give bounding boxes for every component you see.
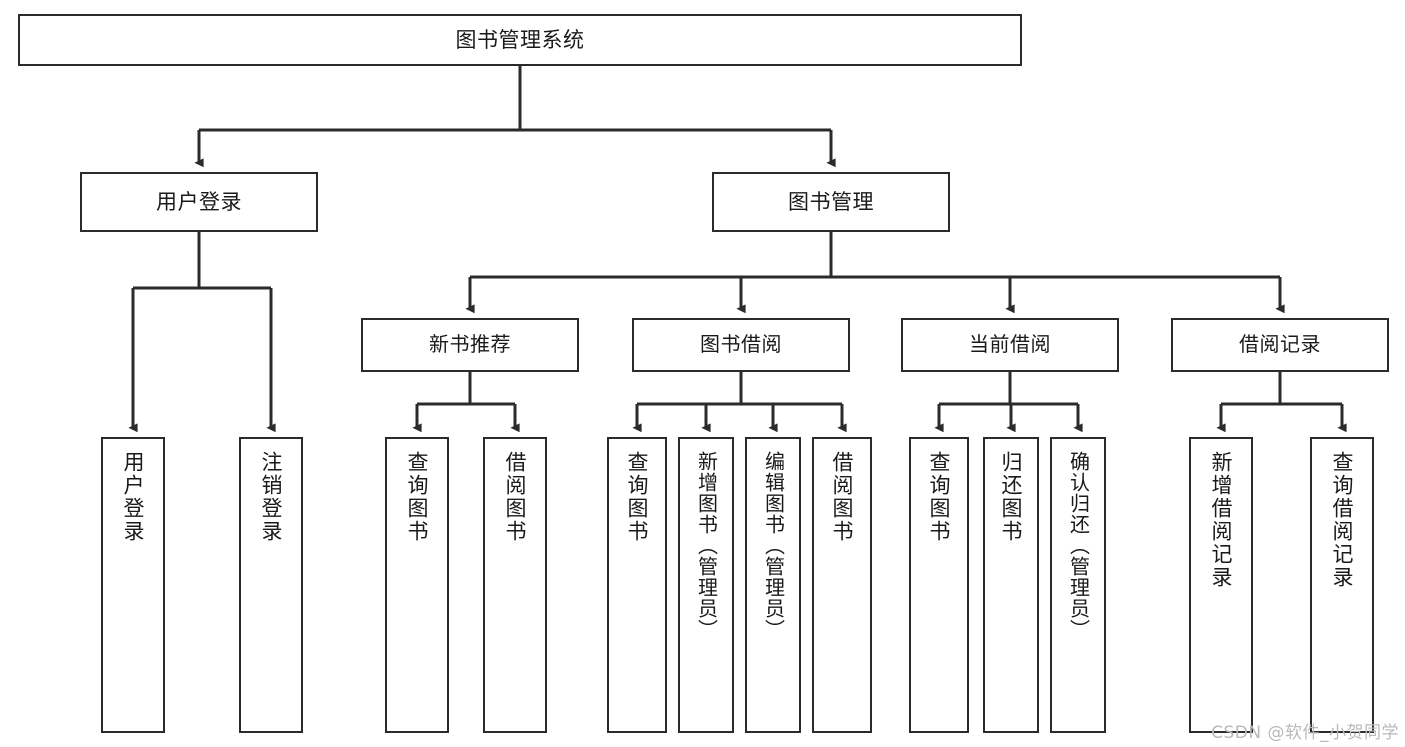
node-leaf-query-book-rec[interactable]: 查询图书 xyxy=(385,437,449,733)
node-label: 图书管理 xyxy=(788,189,874,214)
node-book-management[interactable]: 图书管理 xyxy=(712,172,950,232)
node-current-borrow[interactable]: 当前借阅 xyxy=(901,318,1119,372)
node-new-book-recommend[interactable]: 新书推荐 xyxy=(361,318,579,372)
node-label: 用户登录 xyxy=(156,189,242,214)
node-book-borrow[interactable]: 图书借阅 xyxy=(632,318,850,372)
node-leaf-confirm-return-admin[interactable]: 确认归还（管理员） xyxy=(1050,437,1106,733)
node-leaf-query-borrow-record[interactable]: 查询借阅记录 xyxy=(1310,437,1374,733)
node-leaf-borrow-book-rec[interactable]: 借阅图书 xyxy=(483,437,547,733)
node-leaf-query-book-current[interactable]: 查询图书 xyxy=(909,437,969,733)
node-label: 查询图书 xyxy=(625,451,650,543)
node-root-system[interactable]: 图书管理系统 xyxy=(18,14,1022,66)
node-user-login[interactable]: 用户登录 xyxy=(80,172,318,232)
node-label: 新增图书（管理员） xyxy=(694,451,719,640)
node-label: 查询图书 xyxy=(927,451,952,543)
node-label: 当前借阅 xyxy=(969,332,1051,357)
node-leaf-add-book-admin[interactable]: 新增图书（管理员） xyxy=(678,437,734,733)
watermark-text: CSDN @软件_小贺同学 xyxy=(1211,723,1399,743)
node-leaf-borrow-book[interactable]: 借阅图书 xyxy=(812,437,872,733)
node-leaf-query-book-borrow[interactable]: 查询图书 xyxy=(607,437,667,733)
node-label: 归还图书 xyxy=(999,451,1024,543)
node-label: 新增借阅记录 xyxy=(1209,451,1234,589)
node-borrow-record[interactable]: 借阅记录 xyxy=(1171,318,1389,372)
node-label: 借阅记录 xyxy=(1239,332,1321,357)
node-leaf-edit-book-admin[interactable]: 编辑图书（管理员） xyxy=(745,437,801,733)
node-label: 编辑图书（管理员） xyxy=(761,451,786,640)
node-leaf-return-book[interactable]: 归还图书 xyxy=(983,437,1039,733)
node-label: 确认归还（管理员） xyxy=(1066,451,1091,640)
node-label: 用户登录 xyxy=(121,451,146,543)
node-label: 图书借阅 xyxy=(700,332,782,357)
node-label: 借阅图书 xyxy=(830,451,855,543)
node-leaf-add-borrow-record[interactable]: 新增借阅记录 xyxy=(1189,437,1253,733)
node-leaf-user-logout[interactable]: 注销登录 xyxy=(239,437,303,733)
node-label: 图书管理系统 xyxy=(455,27,585,52)
node-label: 借阅图书 xyxy=(503,451,528,543)
node-label: 查询图书 xyxy=(405,451,430,543)
node-label: 新书推荐 xyxy=(429,332,511,357)
node-leaf-user-login[interactable]: 用户登录 xyxy=(101,437,165,733)
node-label: 查询借阅记录 xyxy=(1330,451,1355,589)
node-label: 注销登录 xyxy=(259,451,284,543)
